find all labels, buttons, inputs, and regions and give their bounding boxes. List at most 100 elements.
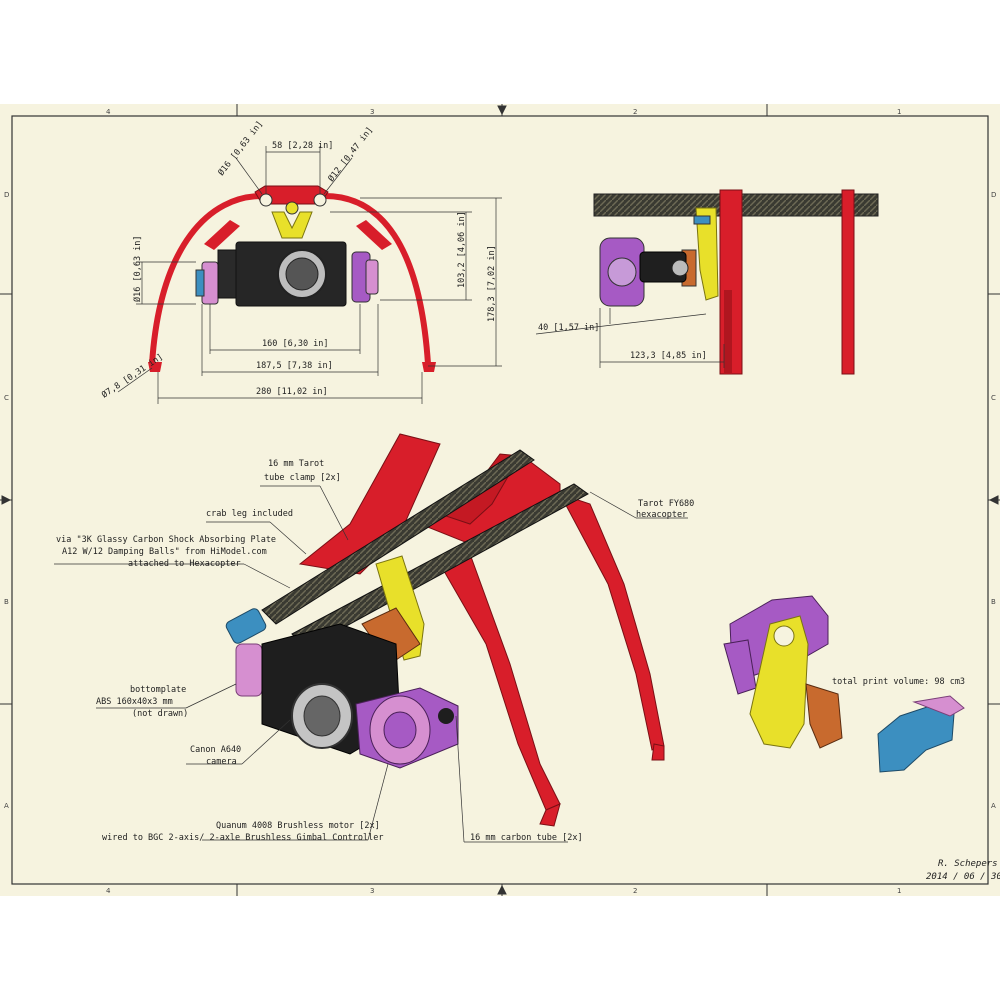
drawing-sheet: 4 3 2 1 4 3 2 1 D C B A D C B A (0, 104, 1000, 896)
part-orange-block (805, 683, 843, 749)
side-dimension-lines (535, 308, 725, 368)
svg-text:Tarot FY680: Tarot FY680 (638, 499, 694, 509)
side-pivot (671, 259, 689, 277)
iso-foot-rear (651, 743, 665, 761)
zone-top-1: 1 (897, 108, 901, 116)
print-volume-note: total print volume: 98 cm3 (832, 677, 965, 687)
dim-280: 280 [11,02 in] (256, 387, 328, 397)
dim-103: 103,2 [4,06 in] (457, 211, 467, 288)
technical-drawing: 4 3 2 1 4 3 2 1 D C B A D C B A (0, 104, 1000, 896)
dim-160: 160 [6,30 in] (262, 339, 329, 349)
iso-tube-end (438, 708, 454, 724)
zone-markers (0, 104, 1000, 896)
dim-178: 178,3 [7,02 in] (487, 245, 497, 322)
iso-note-camera: Canon A640 camera (190, 745, 241, 767)
zone-top-4: 4 (106, 108, 111, 116)
front-arch-left (149, 193, 263, 365)
side-yellow-arm (695, 207, 719, 301)
front-foot-left (148, 362, 162, 372)
part-blue-clamp (877, 703, 955, 773)
part-pink-plate (912, 695, 965, 717)
zone-bottom-3: 3 (370, 887, 374, 895)
svg-text:ABS 160x40x3 mm: ABS 160x40x3 mm (96, 697, 173, 707)
svg-text:hexacopter: hexacopter (636, 510, 687, 520)
dim-d16-top: Ø16 [0,63 in] (216, 119, 266, 178)
iso-note-plate: via "3K Glassy Carbon Shock Absorbing Pl… (56, 535, 276, 569)
front-arch-right (324, 193, 431, 365)
iso-blue-clamp (225, 608, 267, 644)
author-signature: R. Schepers (938, 859, 998, 869)
svg-text:A12 W/12 Damping Balls" from H: A12 W/12 Damping Balls" from HiModel.com (62, 547, 267, 557)
front-lens-inner (285, 257, 319, 291)
zone-right-d: D (991, 191, 996, 199)
iso-pink-plate (235, 643, 263, 697)
iso-leader-lines (54, 485, 688, 843)
zone-top-3: 3 (370, 108, 374, 116)
zone-left-a: A (4, 802, 9, 810)
svg-text:Canon A640: Canon A640 (190, 745, 241, 755)
iso-note-bottomplate: bottomplate ABS 160x40x3 mm (not drawn) (96, 685, 188, 719)
front-hanger-pivot (285, 201, 299, 215)
iso-note-tube-clamp: 16 mm Tarot tube clamp [2x] (264, 459, 341, 483)
iso-leg-front (439, 553, 561, 811)
zone-top-2: 2 (633, 108, 637, 116)
svg-text:wired to BGC 2-axis/ 2-axle Br: wired to BGC 2-axis/ 2-axle Brushless Gi… (102, 833, 383, 843)
front-clamp-left (259, 193, 273, 207)
zone-bottom-2: 2 (633, 887, 637, 895)
zone-right-b: B (991, 598, 996, 606)
dim-187: 187,5 [7,38 in] (256, 361, 333, 371)
svg-text:camera: camera (206, 757, 237, 767)
svg-text:attached to Hexacopter: attached to Hexacopter (128, 559, 241, 569)
front-pink-disc-right (365, 259, 379, 295)
svg-text:bottomplate: bottomplate (130, 685, 186, 695)
side-view: 40 [1,57 in] 123,3 [4,85 in] (535, 189, 879, 375)
side-red-leg-rear (841, 189, 855, 375)
iso-foot-front (539, 803, 561, 827)
isometric-assembly: 16 mm Tarot tube clamp [2x] crab leg inc… (54, 433, 694, 843)
zone-bottom-1: 1 (897, 887, 901, 895)
zone-left-b: B (4, 598, 9, 606)
part-yellow-hole (773, 625, 795, 647)
dim-d16-side: Ø16 [0,63 in] (132, 235, 143, 302)
zone-right-c: C (991, 394, 996, 402)
front-foot-right (422, 362, 436, 372)
drawing-date: 2014 / 06 / 30 (926, 872, 1000, 882)
front-arch-brace-right (356, 220, 392, 250)
zone-bottom-4: 4 (106, 887, 111, 895)
iso-motor-hub (383, 711, 417, 749)
svg-text:Quanum 4008 Brushless motor [2: Quanum 4008 Brushless motor [2x] (216, 821, 380, 831)
svg-text:16 mm Tarot: 16 mm Tarot (268, 459, 324, 469)
svg-text:(not drawn): (not drawn) (132, 709, 188, 719)
iso-frame-top-left (298, 433, 441, 575)
side-red-leg-shade (724, 290, 732, 374)
front-arch-brace-left (204, 220, 240, 250)
iso-leg-rear (558, 493, 665, 751)
iso-carbon-tube-1 (261, 449, 535, 625)
zone-right-a: A (991, 802, 996, 810)
front-dimension-lines (117, 146, 502, 404)
iso-note-hexacopter: Tarot FY680 hexacopter (636, 499, 694, 520)
dim-d12: Ø12 [0,47 in] (326, 125, 376, 184)
iso-lens-inner (303, 695, 341, 737)
dim-123: 123,3 [4,85 in] (630, 351, 707, 361)
printed-parts: total print volume: 98 cm3 (723, 595, 965, 773)
title-block: R. Schepers 2014 / 06 / 30 (926, 859, 1000, 882)
part-yellow-arm (749, 615, 809, 749)
dim-d7: Ø7,8 [0,31 in] (100, 351, 166, 400)
side-motor-hub (607, 257, 637, 287)
iso-note-carbon-tube: 16 mm carbon tube [2x] (470, 833, 583, 843)
zone-left-c: C (4, 394, 9, 402)
dim-58: 58 [2,28 in] (272, 141, 333, 151)
front-blue-clamp-left (195, 269, 205, 297)
front-view: 58 [2,28 in] Ø16 [0,63 in] Ø12 [0,47 in]… (100, 119, 502, 404)
svg-text:tube clamp [2x]: tube clamp [2x] (264, 473, 341, 483)
front-yellow-hanger (271, 211, 313, 239)
iso-note-crab-leg: crab leg included (206, 509, 293, 519)
iso-note-motor: Quanum 4008 Brushless motor [2x] wired t… (102, 821, 383, 843)
zone-labels: 4 3 2 1 4 3 2 1 D C B A D C B A (4, 108, 996, 895)
dim-40: 40 [1,57 in] (538, 323, 599, 333)
zone-left-d: D (4, 191, 9, 199)
svg-text:via "3K Glassy Carbon Shock Ab: via "3K Glassy Carbon Shock Absorbing Pl… (56, 535, 276, 545)
front-camera-grip (217, 249, 239, 299)
front-clamp-right (313, 193, 327, 207)
